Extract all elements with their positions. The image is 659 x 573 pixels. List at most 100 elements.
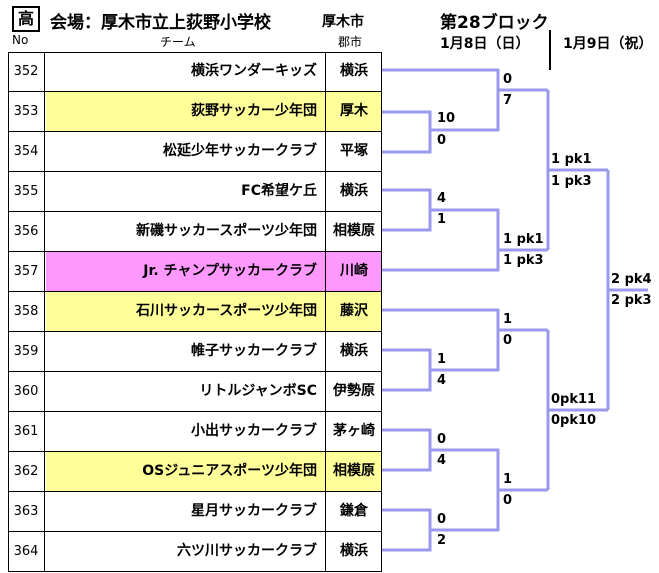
team-city: 伊勢原 xyxy=(333,383,375,399)
bracket-line-363 xyxy=(382,508,470,532)
bracket-line-354 xyxy=(382,130,432,154)
team-name: 六ツ川サッカークラブ xyxy=(46,532,326,571)
team-city: 横浜 xyxy=(340,63,368,79)
score-352: 0 xyxy=(503,72,513,87)
column-header-team: チーム xyxy=(160,35,196,49)
team-number: 353 xyxy=(8,92,45,131)
block-title: 第28ブロック xyxy=(440,13,549,33)
bracket-line-r2d xyxy=(470,448,548,492)
score-353: 10 xyxy=(437,111,456,126)
team-name: 星月サッカークラブ xyxy=(46,492,326,531)
team-name: 松延少年サッカークラブ xyxy=(46,132,326,171)
bracket-line-360 xyxy=(382,370,432,392)
score-semi2-bot: 0pk10 xyxy=(551,413,597,428)
team-number: 356 xyxy=(8,212,45,251)
score-364: 2 xyxy=(437,533,447,548)
team-city: 藤沢 xyxy=(326,292,382,331)
score-359: 1 xyxy=(437,352,447,367)
team-name: リトルジャンボSC xyxy=(46,372,326,411)
date-day1: 1月8日（日） xyxy=(440,36,530,52)
score-r2b: 1 pk1 xyxy=(503,232,544,247)
score-final-top: 2 pk4 xyxy=(611,272,652,287)
bracket-line-362 xyxy=(382,450,432,472)
team-city: 川崎 xyxy=(326,252,382,291)
score-r2a: 7 xyxy=(503,93,513,108)
team-number: 361 xyxy=(8,412,45,451)
team-name: 石川サッカースポーツ少年団 xyxy=(46,292,326,331)
bracket-line-r2a xyxy=(470,90,500,132)
team-number: 363 xyxy=(8,492,45,531)
team-name: FC希望ケ丘 xyxy=(46,172,326,211)
team-number: 352 xyxy=(8,52,45,91)
team-number: 360 xyxy=(8,372,45,411)
score-lower-top: 1 xyxy=(503,472,513,487)
score-semi1-bot: 1 pk3 xyxy=(551,174,592,189)
bracket-line-357 xyxy=(382,250,500,272)
bracket-line-364 xyxy=(382,530,432,552)
team-name: 帷子サッカークラブ xyxy=(46,332,326,371)
team-number: 362 xyxy=(8,452,45,491)
score-lower-bot: 0 xyxy=(503,493,513,508)
score-362: 4 xyxy=(437,453,447,468)
score-final-bot: 2 pk3 xyxy=(611,293,652,308)
team-city: 横浜 xyxy=(340,543,368,559)
team-name: 小出サッカークラブ xyxy=(46,412,326,451)
team-number: 359 xyxy=(8,332,45,371)
score-semi2-top: 0pk11 xyxy=(551,392,597,407)
bracket-line-361 xyxy=(382,428,470,452)
team-city: 横浜 xyxy=(340,343,368,359)
score-356: 1 xyxy=(437,212,447,227)
team-name: 横浜ワンダーキッズ xyxy=(46,52,326,91)
bracket-line-r2b xyxy=(470,208,548,252)
team-name: OSジュニアスポーツ少年団 xyxy=(46,452,326,491)
bracket-line-352 xyxy=(382,68,548,92)
team-city: 相模原 xyxy=(333,223,375,239)
bracket-line-r2c xyxy=(470,330,500,372)
column-header-city: 郡市 xyxy=(338,35,363,49)
venue-title: 会場：厚木市立上荻野小学校 xyxy=(50,13,271,33)
bracket-line-355 xyxy=(382,188,470,212)
score-357: 1 pk3 xyxy=(503,253,544,268)
date-day2: 1月9日（祝） xyxy=(563,36,653,52)
score-358: 1 xyxy=(503,312,513,327)
score-354: 0 xyxy=(437,133,447,148)
score-363: 0 xyxy=(437,512,447,527)
bracket-line-359 xyxy=(382,348,470,372)
team-number: 354 xyxy=(8,132,45,171)
team-city: 平塚 xyxy=(340,143,368,159)
team-city: 相模原 xyxy=(326,452,382,491)
bracket-line-353 xyxy=(382,110,470,132)
score-semi1-top: 1 pk1 xyxy=(551,152,592,167)
column-header-no: No xyxy=(12,33,29,47)
team-name: 新磯サッカースポーツ少年団 xyxy=(46,212,326,251)
score-360: 4 xyxy=(437,373,447,388)
team-city: 鎌倉 xyxy=(340,503,368,519)
score-355: 4 xyxy=(437,191,447,206)
team-number: 355 xyxy=(8,172,45,211)
team-city: 茅ヶ崎 xyxy=(333,423,375,439)
team-name: 荻野サッカー少年団 xyxy=(46,92,326,131)
team-city: 厚木 xyxy=(326,92,382,131)
team-city: 横浜 xyxy=(340,183,368,199)
bracket-line-356 xyxy=(382,210,432,232)
team-number: 358 xyxy=(8,292,45,331)
team-number: 357 xyxy=(8,252,45,291)
team-number: 364 xyxy=(8,532,45,571)
team-name: Jr. チャンプサッカークラブ xyxy=(46,252,326,291)
bracket-line-r2e xyxy=(470,490,500,532)
score-361: 0 xyxy=(437,432,447,447)
category-badge: 高 xyxy=(12,6,40,32)
